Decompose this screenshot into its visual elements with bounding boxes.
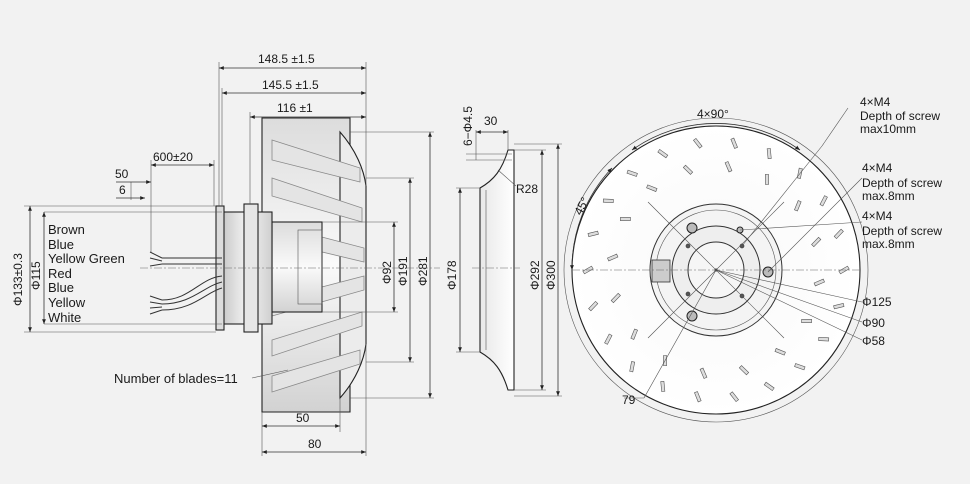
dim-holes: 6−Φ4.5 — [461, 106, 475, 146]
blade-slot — [660, 380, 666, 392]
dim-d300: Φ300 — [544, 260, 558, 290]
callout-3-value: max.8mm — [862, 237, 915, 251]
hub-inner — [297, 229, 323, 305]
blade-slot — [774, 348, 786, 356]
inlet-ring-profile — [479, 149, 515, 391]
dim-overall-length: 148.5 ±1.5 — [258, 52, 315, 66]
blade-slot — [630, 328, 638, 340]
blade-slot — [626, 169, 638, 177]
terminal-block — [651, 259, 671, 283]
blade-slot — [738, 365, 750, 376]
blade-slot — [604, 333, 613, 345]
dim-d125: Φ125 — [862, 295, 892, 309]
blade-slot — [833, 228, 844, 240]
dim-79: 79 — [622, 393, 636, 407]
blade-slot — [819, 195, 828, 207]
wire-label-3: Yellow Green — [48, 251, 125, 266]
callout-1-title: 4×M4 — [860, 95, 891, 109]
dim-d133: Φ133±0.3 — [11, 253, 25, 306]
callout-2-depth: Depth of screw — [862, 176, 942, 190]
blade-slot — [724, 161, 733, 173]
blade-slot — [646, 184, 658, 192]
dim-d191: Φ191 — [396, 256, 410, 286]
dim-d178: Φ178 — [445, 260, 459, 290]
blade-slot — [602, 198, 614, 203]
side-view: 148.5 ±1.5 145.5 ±1.5 116 ±1 600±20 50 6… — [11, 52, 440, 456]
blade-slot — [629, 361, 636, 373]
dim-ring-30: 30 — [484, 114, 498, 128]
dim-d58: Φ58 — [862, 334, 885, 348]
cable-bundle — [149, 251, 223, 315]
wire-label-2: Blue — [48, 237, 74, 252]
blade-slot — [620, 217, 631, 221]
blade-slot — [694, 391, 702, 403]
impeller-hub — [271, 221, 323, 313]
wire-color-list: Brown Blue Yellow Green Red Blue Yellow … — [48, 222, 125, 325]
blade-slot — [794, 200, 802, 212]
callout-2-title: 4×M4 — [862, 161, 893, 175]
blade-slot — [765, 174, 769, 185]
dim-body-length: 145.5 ±1.5 — [262, 78, 319, 92]
dim-d292: Φ292 — [528, 260, 542, 290]
dim-lead-length: 600±20 — [153, 150, 193, 164]
blade-slot — [699, 367, 708, 379]
wire-label-1: Brown — [48, 222, 85, 237]
dim-strip-6: 6 — [119, 183, 126, 197]
wire-label-5: Blue — [48, 280, 74, 295]
blade-slot — [729, 391, 739, 403]
blade-slot — [763, 381, 775, 392]
dim-impeller-length: 116 ±1 — [277, 101, 313, 115]
dim-angle-4x90: 4×90° — [697, 107, 729, 121]
dim-d115: Φ115 — [29, 261, 43, 290]
blade-slot — [766, 148, 772, 160]
blade-slot — [794, 363, 806, 371]
wire-label-7: White — [48, 310, 81, 325]
inlet-ring-view: 30 6−Φ4.5 R28 Φ178 Φ292 Φ300 — [445, 106, 562, 397]
wire-label-6: Yellow — [48, 295, 86, 310]
blade-slot — [801, 319, 812, 323]
blade-slot — [610, 292, 621, 304]
wire-label-4: Red — [48, 266, 72, 281]
callout-3-depth: Depth of screw — [862, 224, 942, 238]
blade-slot — [657, 148, 669, 159]
callout-3-title: 4×M4 — [862, 209, 893, 223]
blade-slot — [682, 164, 694, 175]
callout-1-depth: Depth of screw — [860, 109, 940, 123]
blade-slot — [588, 300, 599, 312]
callout-2-value: max.8mm — [862, 189, 915, 203]
dim-strip-50: 50 — [115, 167, 129, 181]
dim-r28: R28 — [516, 182, 538, 196]
dim-bottom-80: 80 — [308, 437, 322, 451]
front-view: 4×90° 45° 4×M4 Depth of screw max10mm 4×… — [563, 95, 942, 423]
dim-d92: Φ92 — [380, 261, 394, 284]
dim-d281: Φ281 — [416, 256, 430, 286]
blades-note: Number of blades=11 — [114, 371, 238, 386]
blade-slot — [833, 303, 845, 310]
callout-1-value: max10mm — [860, 122, 916, 136]
blade-slot — [811, 236, 822, 248]
dim-d90: Φ90 — [862, 316, 885, 330]
blade-slot — [818, 337, 830, 342]
dim-bottom-50: 50 — [296, 411, 310, 425]
blade-slot — [813, 278, 825, 287]
